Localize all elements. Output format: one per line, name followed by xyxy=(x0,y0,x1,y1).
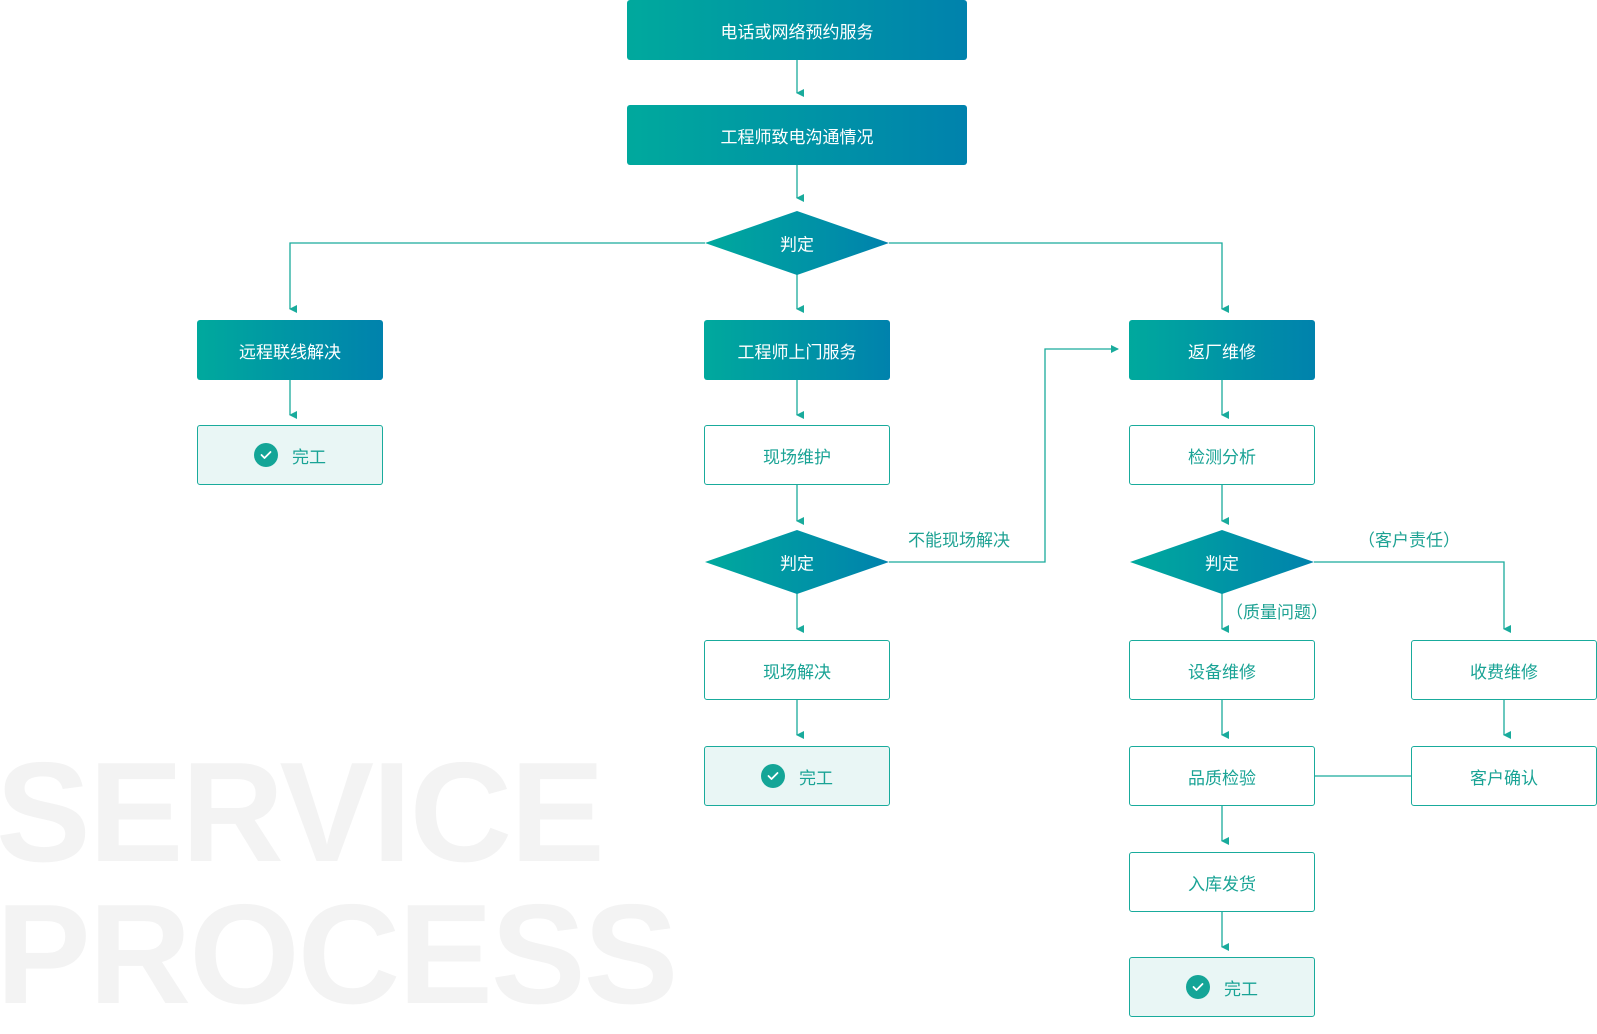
edge-decide-to-paid-repair xyxy=(1314,561,1511,633)
node-paid-repair-label: 收费维修 xyxy=(1470,662,1538,683)
node-device-repair: 设备维修 xyxy=(1129,640,1315,700)
node-done-remote: 完工 xyxy=(197,425,383,485)
decision-diamond-3 xyxy=(1130,530,1314,594)
node-remote-solve: 远程联线解决 xyxy=(197,320,383,380)
edge-label-cannot-onsite: 不能现场解决 xyxy=(908,531,1010,551)
edge-label-quality-issue: （质量问题） xyxy=(1226,603,1328,623)
node-book-service-label: 电话或网络预约服务 xyxy=(720,22,874,43)
node-inspection: 检测分析 xyxy=(1129,425,1315,485)
node-onsite-service-label: 工程师上门服务 xyxy=(737,342,857,363)
node-book-service: 电话或网络预约服务 xyxy=(627,0,967,60)
node-paid-repair: 收费维修 xyxy=(1411,640,1597,700)
decision-diamond-1 xyxy=(705,211,889,275)
node-onsite-solved-label: 现场解决 xyxy=(763,662,831,683)
check-circle-icon xyxy=(254,443,278,467)
node-customer-confirm: 客户确认 xyxy=(1411,746,1597,806)
node-warehouse-ship-label: 入库发货 xyxy=(1188,874,1256,895)
node-onsite-solved: 现场解决 xyxy=(704,640,890,700)
edge-decide-to-return xyxy=(889,242,1229,313)
node-inspection-label: 检测分析 xyxy=(1188,447,1256,468)
check-circle-icon xyxy=(761,764,785,788)
node-remote-solve-label: 远程联线解决 xyxy=(239,342,341,363)
node-done-onsite-label: 完工 xyxy=(799,768,833,789)
node-return-repair: 返厂维修 xyxy=(1129,320,1315,380)
check-circle-icon xyxy=(1186,975,1210,999)
node-return-repair-label: 返厂维修 xyxy=(1188,342,1256,363)
node-onsite-service: 工程师上门服务 xyxy=(704,320,890,380)
node-onsite-maintenance: 现场维护 xyxy=(704,425,890,485)
decide-1-label: 判定 xyxy=(780,235,814,256)
decision-diamond-2 xyxy=(705,530,889,594)
edge-label-customer-responsibility: （客户责任） xyxy=(1358,531,1460,551)
decide-2-label: 判定 xyxy=(780,554,814,575)
decide-3-label: 判定 xyxy=(1205,554,1239,575)
node-warehouse-ship: 入库发货 xyxy=(1129,852,1315,912)
node-quality-check-label: 品质检验 xyxy=(1188,768,1256,789)
edge-decide-to-return-repair xyxy=(889,345,1119,563)
node-done-factory: 完工 xyxy=(1129,957,1315,1017)
node-onsite-maintenance-label: 现场维护 xyxy=(763,447,831,468)
node-done-factory-label: 完工 xyxy=(1224,979,1258,1000)
node-engineer-call: 工程师致电沟通情况 xyxy=(627,105,967,165)
node-engineer-call-label: 工程师致电沟通情况 xyxy=(720,127,874,148)
node-quality-check: 品质检验 xyxy=(1129,746,1315,806)
node-done-onsite: 完工 xyxy=(704,746,890,806)
node-device-repair-label: 设备维修 xyxy=(1188,662,1256,683)
watermark-line-2: PROCESS xyxy=(0,875,678,1034)
node-customer-confirm-label: 客户确认 xyxy=(1470,768,1538,789)
edge-decide-to-remote xyxy=(289,242,705,313)
node-done-remote-label: 完工 xyxy=(292,447,326,468)
watermark-line-1: SERVICE xyxy=(0,733,605,892)
